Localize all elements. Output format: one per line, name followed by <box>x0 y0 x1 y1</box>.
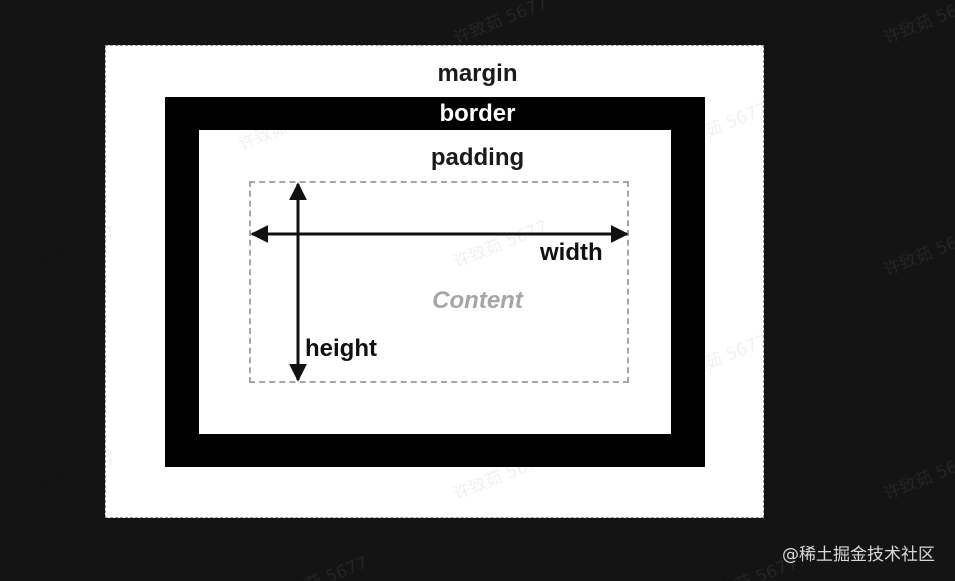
width-label: width <box>540 239 603 266</box>
footer-credit: @稀土掘金技术社区 <box>782 545 935 565</box>
content-box <box>249 181 629 383</box>
content-label: Content <box>432 287 523 314</box>
margin-label: margin <box>437 60 518 87</box>
height-label: height <box>305 335 377 362</box>
padding-label: padding <box>430 144 525 171</box>
padding-box <box>199 130 671 434</box>
border-label: border <box>439 100 516 127</box>
